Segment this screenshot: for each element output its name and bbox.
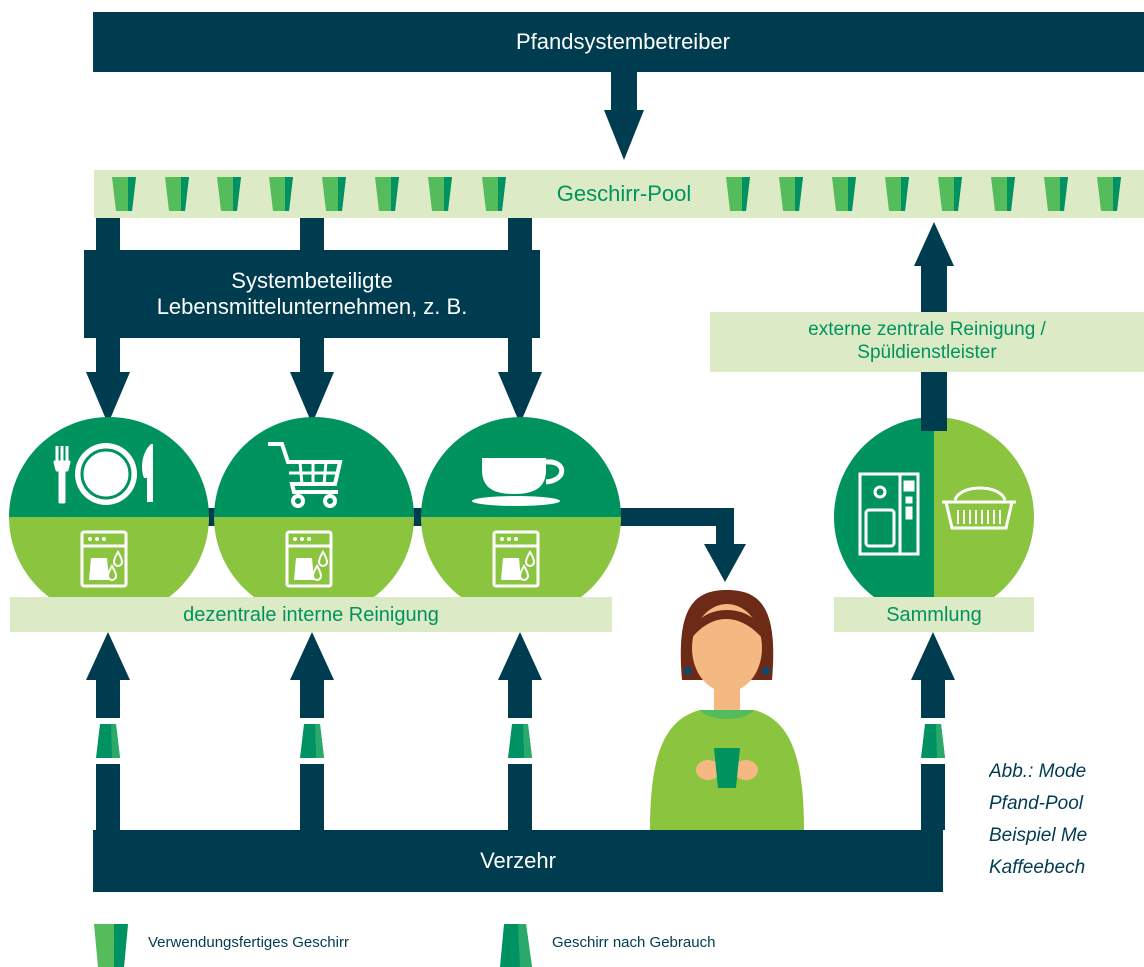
legend-ready-symbol bbox=[94, 924, 128, 967]
cafe-circle bbox=[421, 417, 621, 617]
shopping-cart-icon bbox=[268, 442, 343, 508]
internal-cleaning-label: dezentrale interne Reinigung bbox=[183, 603, 439, 626]
plate-cutlery-icon bbox=[53, 443, 153, 505]
participants-box bbox=[84, 250, 540, 338]
reverse-vending-machine-icon bbox=[858, 472, 920, 556]
external-cleaning-label: externe zentrale Reinigung / Spüldienstl… bbox=[710, 312, 1144, 372]
used-cups bbox=[90, 718, 951, 764]
coffee-cup-icon bbox=[472, 458, 565, 506]
collection-label: Sammlung bbox=[886, 603, 982, 626]
consumption-bar bbox=[93, 830, 943, 892]
caption-line-1: Abb.: Mode bbox=[989, 761, 1087, 782]
consumption-label: Verzehr bbox=[480, 847, 556, 873]
external-cleaning-line2: Spüldienstleister bbox=[857, 342, 997, 363]
caption-line-3: Beispiel Me bbox=[989, 825, 1088, 846]
woman-with-cup-icon bbox=[650, 590, 804, 830]
legend-ready-label: Verwendungsfertiges Geschirr bbox=[148, 934, 349, 951]
internal-cleaning-band bbox=[10, 597, 612, 632]
shop-circle bbox=[214, 417, 414, 617]
pool-label: Geschirr-Pool bbox=[526, 170, 722, 218]
basket-icon bbox=[942, 486, 1016, 530]
operator-label: Pfandsystembetreiber bbox=[516, 28, 730, 54]
legend-used-symbol bbox=[500, 924, 532, 967]
caption-line-4: Kaffeebech bbox=[989, 857, 1086, 878]
caption-line-2: Pfand-Pool bbox=[989, 793, 1084, 814]
figure-caption: Abb.: Mode Pfand-Pool Beispiel Me Kaffee… bbox=[989, 756, 1144, 884]
legend-used-label: Geschirr nach Gebrauch bbox=[552, 934, 716, 951]
external-cleaning-band bbox=[710, 312, 1144, 372]
participants-label-line1: Systembeteiligte bbox=[231, 267, 393, 293]
restaurant-circle bbox=[9, 417, 209, 617]
collection-band bbox=[834, 597, 1034, 632]
external-cleaning-line1: externe zentrale Reinigung / bbox=[808, 319, 1046, 341]
down-arrow bbox=[604, 110, 644, 160]
up-arrow bbox=[914, 222, 954, 266]
participants-label: Systembeteiligte Lebensmittelunternehmen… bbox=[84, 250, 540, 338]
collection-circle bbox=[834, 417, 1034, 617]
participants-label-line2: Lebensmittelunternehmen, z. B. bbox=[156, 294, 468, 319]
operator-bar bbox=[93, 12, 1144, 72]
